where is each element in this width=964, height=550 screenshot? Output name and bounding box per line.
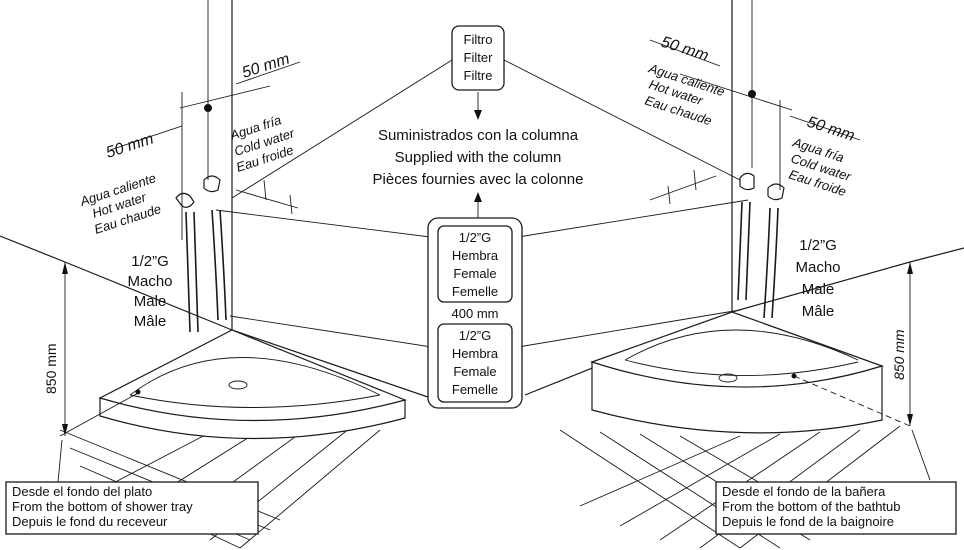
left-cold-hose-b: [219, 209, 227, 321]
left-male-size: 1/2”G: [131, 253, 169, 270]
right-wall-tick-b: [693, 169, 697, 191]
right-hot-hose: [737, 201, 743, 301]
female-top-en: Female: [453, 266, 496, 281]
right-note-es: Desde el fondo de la bañera: [722, 484, 886, 499]
supplied-arrow-head: [474, 192, 482, 202]
left-male-en: Male: [134, 293, 167, 310]
right-wall-tick-line: [649, 175, 717, 201]
hose-length-label: 400 mm: [452, 306, 499, 321]
left-hot-hose: [185, 211, 191, 333]
female-top-fr: Femelle: [452, 284, 498, 299]
right-cold-elbow: [767, 183, 785, 201]
left-scene: [0, 0, 461, 549]
right-tub-basin-curve: [624, 329, 859, 361]
left-wall-floor-edge-left: [64, 261, 233, 331]
right-dim-horizontal: [679, 73, 793, 111]
right-wall-tick-a: [667, 185, 671, 205]
right-note-box: [715, 481, 957, 535]
right-cold-hose-b: [771, 207, 779, 319]
right-male-size: 1/2”G: [799, 237, 837, 254]
left-hot-hose-b: [193, 211, 199, 333]
left-height-ref-line: [59, 391, 141, 437]
left-dim-top-label: 50 mm: [240, 51, 292, 82]
right-center-point: [748, 90, 756, 98]
right-drain: [718, 373, 738, 383]
right-note-leader: [911, 429, 931, 481]
supplied-label-en: Supplied with the column: [395, 149, 562, 166]
left-cold-elbow: [203, 175, 221, 193]
female-top-es: Hembra: [452, 248, 499, 263]
right-hot-hose-b: [745, 201, 751, 301]
right-tub-basin-front: [624, 359, 859, 376]
left-note-box: [5, 481, 259, 535]
female-bottom-en: Female: [453, 364, 496, 379]
left-height-arrow-bottom: [62, 424, 68, 436]
filter-leader-left: [231, 59, 453, 199]
female-bottom-fr: Femelle: [452, 382, 498, 397]
right-wall-floor-edge-right: [731, 261, 911, 313]
left-cold-hose: [211, 209, 219, 321]
left-height-label: 850 mm: [43, 343, 59, 394]
female-box-top: [437, 225, 513, 303]
supplied-label-fr: Pièces fournies avec la colonne: [373, 171, 584, 188]
female-bottom-size: 1/2”G: [459, 328, 492, 343]
filter-box: [451, 25, 505, 91]
left-wall-tick-b: [289, 194, 293, 215]
left-tray-ref-point: [135, 389, 141, 395]
left-drain: [228, 380, 248, 390]
filter-label-en: Filter: [464, 50, 494, 65]
female-top-leader-left: [215, 209, 439, 239]
left-dim-50-line-a: [109, 125, 183, 151]
female-top-leader-right: [511, 199, 749, 239]
right-height-ref-line: [793, 375, 911, 427]
left-wall-tick-a: [263, 179, 267, 201]
right-height-label: 850 mm: [891, 329, 907, 380]
female-bottom-leader-left: [229, 315, 439, 349]
supplied-label-es: Suministrados con la columna: [378, 127, 579, 144]
right-scene: [524, 0, 964, 549]
left-center-point: [204, 104, 212, 112]
left-male-fr: Mâle: [134, 313, 167, 330]
right-male-en: Male: [802, 281, 835, 298]
left-wall-top-edge: [0, 235, 66, 263]
right-height-arrow-bottom: [907, 414, 913, 426]
right-height-arrow-top: [907, 262, 913, 274]
female-top-size: 1/2”G: [459, 230, 492, 245]
left-tray-basin-front: [129, 394, 381, 408]
left-tray-top: [98, 329, 407, 422]
female-bottom-leader-right: [511, 309, 741, 349]
left-tray-basin-curve: [129, 357, 381, 396]
filter-arrow-head: [474, 110, 482, 120]
left-note-fr: Depuis le fond du receveur: [12, 514, 168, 529]
right-wall-top-edge: [909, 247, 964, 263]
center-group: [215, 25, 749, 409]
left-male-es: Macho: [127, 273, 172, 290]
left-height-arrow-top: [62, 262, 68, 274]
right-dim-top-label: 50 mm: [659, 34, 711, 65]
female-box-bottom: [437, 323, 513, 403]
left-dim-horizontal: [179, 85, 271, 109]
right-dim-50-line-a: [649, 39, 721, 67]
left-dim-side-label: 50 mm: [104, 131, 156, 162]
right-hot-elbow: [739, 172, 755, 191]
filter-label-fr: Filtre: [464, 68, 493, 83]
left-note-leader: [57, 439, 63, 483]
left-note-es: Desde el fondo del plato: [12, 484, 152, 499]
left-note-en: From the bottom of shower tray: [12, 499, 193, 514]
left-wall-floor-edge-right: [231, 329, 461, 409]
right-cold-hose: [763, 207, 771, 319]
right-dim-50-line-b: [789, 115, 861, 141]
right-note-en: From the bottom of the bathtub: [722, 499, 901, 514]
left-dim-50-line-b: [235, 61, 301, 85]
left-hot-elbow: [175, 192, 195, 208]
filter-leader-right: [503, 59, 741, 181]
female-bottom-es: Hembra: [452, 346, 499, 361]
left-wall-tick-line: [235, 189, 299, 209]
right-male-es: Macho: [795, 259, 840, 276]
filter-label-es: Filtro: [464, 32, 493, 47]
right-note-fr: Depuis le fond de la baignoire: [722, 514, 894, 529]
right-male-fr: Mâle: [802, 303, 835, 320]
